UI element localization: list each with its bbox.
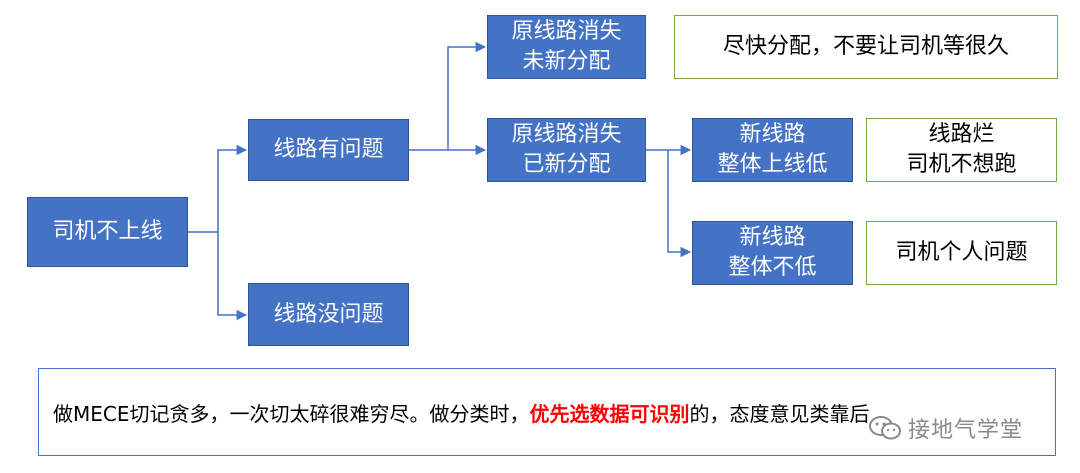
- node-new-low: 新线路 整体上线低: [692, 118, 853, 182]
- connector-to-new-not-low: [667, 150, 692, 258]
- note-bad-route: 线路烂 司机不想跑: [866, 118, 1057, 182]
- note-personal: 司机个人问题: [866, 221, 1057, 285]
- node-root: 司机不上线: [27, 197, 188, 267]
- node-lost-unassigned: 原线路消失 未新分配: [487, 15, 646, 79]
- connector-to-lost-unassigned: [447, 41, 487, 150]
- watermark-text: 接地气学堂: [908, 418, 1024, 443]
- connector-root-to-route-ok: [217, 232, 248, 321]
- node-lost-reassigned: 原线路消失 已新分配: [487, 118, 646, 182]
- note-assign-fast: 尽快分配，不要让司机等很久: [674, 15, 1058, 79]
- node-route-ok: 线路没问题: [248, 283, 409, 346]
- node-route-problem: 线路有问题: [248, 119, 409, 181]
- summary-text-before: 做MECE切记贪多，一次切太碎很难穷尽。做分类时，: [53, 401, 530, 426]
- watermark: 接地气学堂: [868, 412, 1024, 444]
- summary-text-after: 的，态度意见类靠后: [689, 401, 870, 426]
- connector-root-to-route-problem: [217, 144, 248, 232]
- wechat-icon: [869, 416, 901, 440]
- summary-highlight: 优先选数据可识别: [529, 401, 690, 426]
- node-new-not-low: 新线路 整体不低: [692, 221, 853, 285]
